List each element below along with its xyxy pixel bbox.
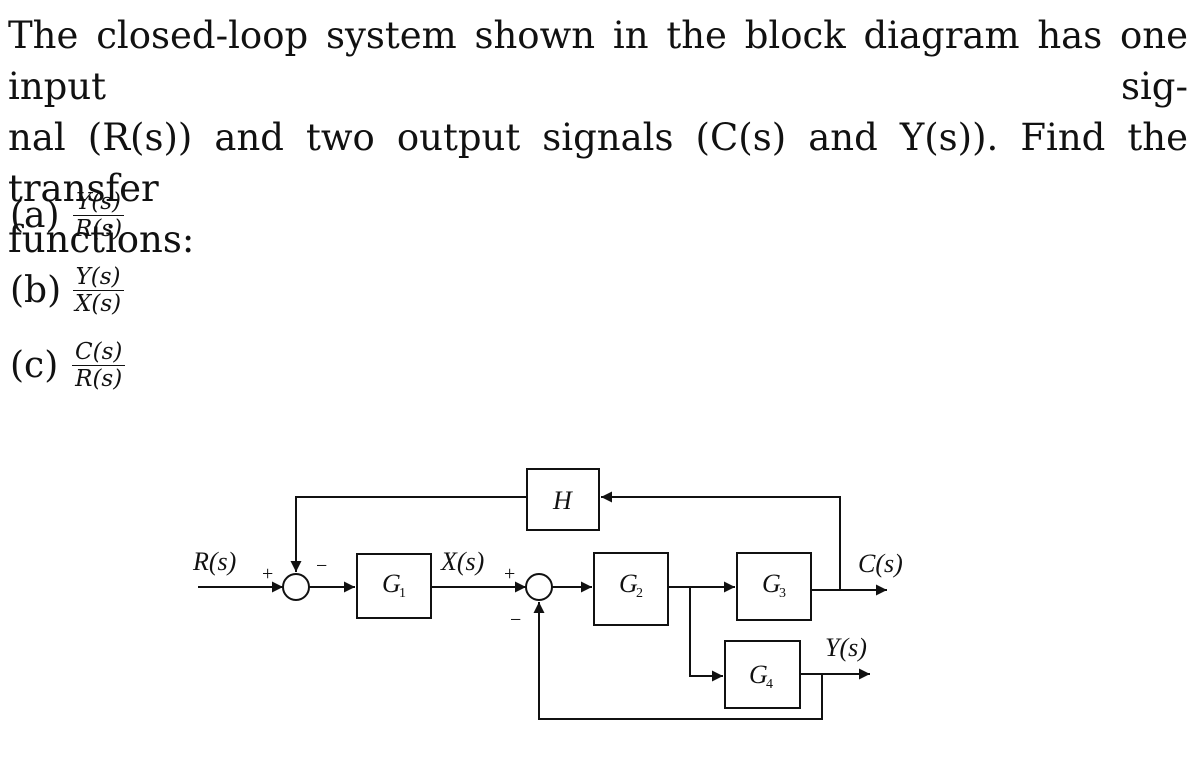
part-c-denominator: R(s) <box>75 366 123 392</box>
block-g4-label: G <box>749 660 768 689</box>
part-a-denominator: R(s) <box>75 216 123 242</box>
block-g2 <box>593 552 669 626</box>
block-g3 <box>736 552 812 621</box>
summing-junction-2 <box>525 573 553 601</box>
block-g2-label: G <box>619 569 638 598</box>
summing-junction-1 <box>282 573 310 601</box>
part-c-numerator: C(s) <box>72 340 126 366</box>
part-c-label: (c) <box>10 345 59 386</box>
wire-feedback-h <box>601 491 841 590</box>
part-a-numerator: Y(s) <box>73 190 124 216</box>
part-a-fraction: Y(s) R(s) <box>72 190 125 241</box>
block-g3-subscript: 3 <box>779 586 786 601</box>
part-c: (c) C(s) R(s) <box>10 340 126 392</box>
block-g1-label: G <box>382 569 401 598</box>
block-h-label: H <box>552 486 573 515</box>
part-b-label: (b) <box>10 270 62 311</box>
part-a: (a) Y(s) R(s) <box>10 190 125 241</box>
sum1-minus-sign: − <box>316 555 327 577</box>
part-b-denominator: X(s) <box>75 291 122 317</box>
part-b-fraction: Y(s) X(s) <box>72 265 124 316</box>
wire-h-sum1 <box>290 496 527 572</box>
sum2-plus-sign: + <box>504 563 515 585</box>
wire-branch-g4 <box>689 587 723 682</box>
part-b: (b) Y(s) X(s) <box>10 265 124 316</box>
block-g4-subscript: 4 <box>766 677 773 692</box>
block-g1-subscript: 1 <box>399 586 406 601</box>
block-g2-subscript: 2 <box>636 586 643 601</box>
problem-line-2: nal (R(s)) and two output signals (C(s) … <box>8 116 1188 210</box>
part-b-numerator: Y(s) <box>72 265 124 291</box>
signal-y-label: Y(s) <box>825 633 867 662</box>
sum1-plus-sign: + <box>262 563 273 585</box>
sum2-minus-sign: − <box>510 609 521 631</box>
block-h <box>526 468 600 531</box>
signal-c-label: C(s) <box>858 549 903 578</box>
problem-line-1: The closed-loop system shown in the bloc… <box>8 14 1188 108</box>
signal-x-label: X(s) <box>440 547 484 576</box>
part-c-fraction: C(s) R(s) <box>72 340 126 392</box>
block-g3-label: G <box>762 569 781 598</box>
signal-r-label: R(s) <box>192 547 236 576</box>
problem-statement: The closed-loop system shown in the bloc… <box>8 10 1188 265</box>
part-a-label: (a) <box>10 195 60 236</box>
wire-feedback-y <box>533 602 823 720</box>
problem-line-3: functions: <box>8 218 195 261</box>
